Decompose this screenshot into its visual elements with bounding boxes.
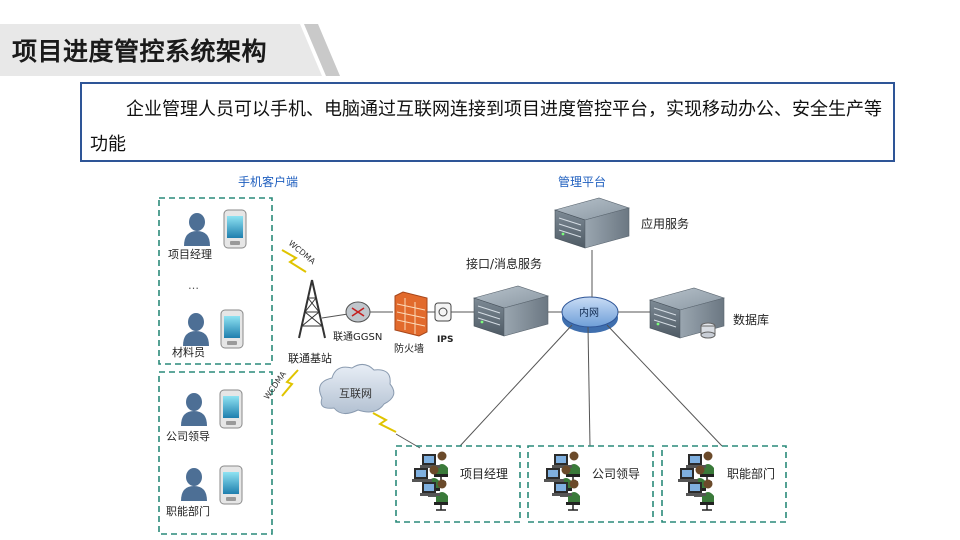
cell-tower-icon xyxy=(298,279,326,339)
mobile-box-1 xyxy=(158,197,273,365)
workstation-icon xyxy=(685,478,715,511)
mobile-user-label: 公司领导 xyxy=(166,430,210,443)
pc-group-label: 职能部门 xyxy=(727,466,775,481)
pc-group-label: 公司领导 xyxy=(592,467,640,481)
interface-server-label: 接口/消息服务 xyxy=(466,256,542,271)
wireless-link-icon xyxy=(281,249,307,273)
mobile-user-label: 职能部门 xyxy=(166,504,210,518)
router-icon xyxy=(345,301,371,323)
wcdma-label: WCDMA xyxy=(287,239,318,267)
base-station-label: 联通基站 xyxy=(288,351,332,365)
phone-icon xyxy=(219,465,243,505)
workstation-icon xyxy=(411,464,441,497)
server-icon xyxy=(473,285,549,337)
ggsn-label: 联通GGSN xyxy=(333,331,382,343)
pc-group-box xyxy=(527,445,654,523)
platform-label: 管理平台 xyxy=(558,174,606,189)
phone-icon xyxy=(220,309,244,349)
wireless-link-icon xyxy=(281,369,299,397)
user-icon xyxy=(184,213,210,246)
intranet-pc-link xyxy=(606,324,723,447)
phone-icon xyxy=(219,389,243,429)
page-title: 项目进度管控系统架构 xyxy=(12,37,268,66)
database-server-icon xyxy=(649,287,725,339)
user-icon xyxy=(181,393,207,426)
server-icon xyxy=(554,197,630,249)
workstation-icon xyxy=(677,464,707,497)
internet-pc-link xyxy=(395,433,421,449)
intranet-pc-link xyxy=(459,324,573,447)
wireless-link-icon xyxy=(372,412,397,433)
workstation-icon xyxy=(419,450,449,483)
intranet-pc-link xyxy=(587,326,591,447)
workstation-icon xyxy=(551,478,581,511)
internet-label: 互联网 xyxy=(339,387,372,400)
app-server-label: 应用服务 xyxy=(641,216,689,231)
intranet-hub-icon xyxy=(561,296,619,333)
intranet-label: 内网 xyxy=(579,306,599,319)
pc-group-label: 项目经理 xyxy=(460,467,508,481)
mobile-ellipsis: … xyxy=(188,279,199,292)
cloud-icon xyxy=(319,364,395,414)
tower-router-link xyxy=(321,313,349,319)
ips-label: IPS xyxy=(437,335,453,345)
ips-icon xyxy=(434,302,452,322)
user-icon xyxy=(181,468,207,501)
mobile-group-label: 手机客户端 xyxy=(238,174,298,189)
phone-icon xyxy=(223,209,247,249)
workstation-icon xyxy=(685,450,715,483)
firewall-icon xyxy=(394,291,428,337)
description-box: 企业管理人员可以手机、电脑通过互联网连接到项目进度管控平台，实现移动办公、安全生… xyxy=(80,82,895,162)
mobile-user-label: 项目经理 xyxy=(168,248,212,261)
workstation-icon xyxy=(419,478,449,511)
database-label: 数据库 xyxy=(733,312,769,327)
mobile-box-2 xyxy=(158,371,273,535)
description-text: 企业管理人员可以手机、电脑通过互联网连接到项目进度管控平台，实现移动办公、安全生… xyxy=(90,99,882,155)
wcdma-label: WCDMA xyxy=(262,369,288,401)
firewall-label: 防火墙 xyxy=(394,342,424,355)
title-banner xyxy=(0,24,340,76)
mobile-user-label: 材料员 xyxy=(172,345,205,359)
pc-group-box xyxy=(395,445,521,523)
workstation-icon xyxy=(551,450,581,483)
workstation-icon xyxy=(543,464,573,497)
user-icon xyxy=(183,313,209,346)
pc-group-box xyxy=(661,445,787,523)
